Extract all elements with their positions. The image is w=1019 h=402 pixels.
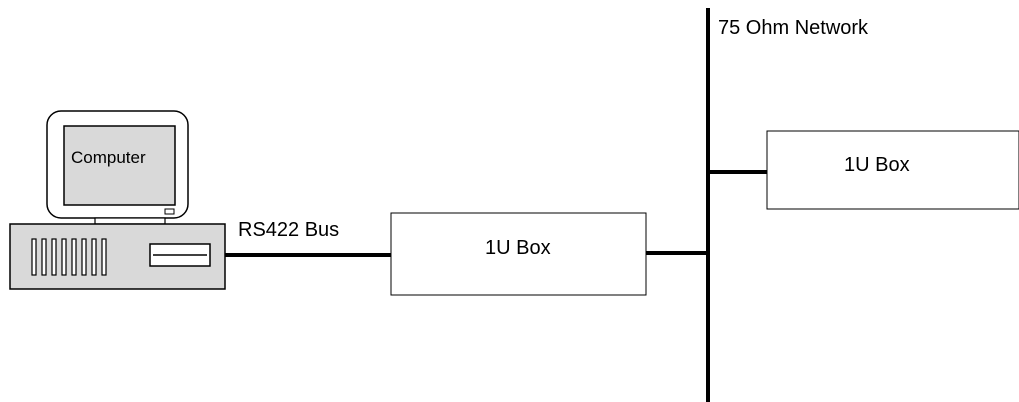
box-1-label: 1U Box bbox=[485, 237, 551, 259]
monitor-power-button bbox=[164, 208, 175, 215]
network-label: 75 Ohm Network bbox=[718, 17, 869, 39]
monitor-screen bbox=[63, 125, 176, 206]
monitor-stand bbox=[94, 217, 166, 225]
computer-label: Computer bbox=[71, 148, 146, 167]
box-1 bbox=[390, 212, 647, 296]
box-2 bbox=[766, 130, 1019, 210]
case-vents bbox=[31, 238, 107, 276]
rs422-bus-label: RS422 Bus bbox=[238, 219, 340, 241]
computer-icon bbox=[9, 110, 226, 290]
box-2-label: 1U Box bbox=[844, 154, 910, 176]
